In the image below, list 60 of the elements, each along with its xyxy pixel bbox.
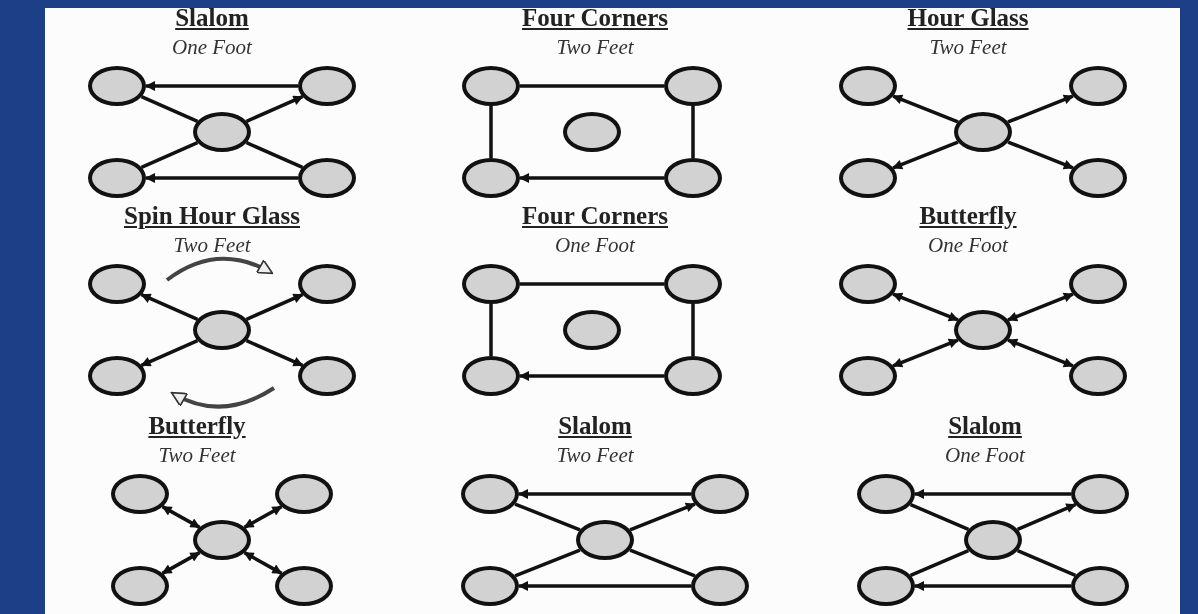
connector-line <box>629 548 696 578</box>
arrow <box>1007 94 1074 124</box>
drill-title: Four Corners <box>522 202 668 230</box>
arrow <box>243 505 283 529</box>
arrow <box>145 173 298 183</box>
drill-subtitle: Two Feet <box>173 233 251 258</box>
drill-title: Four Corners <box>522 4 668 32</box>
drill-subtitle: One Foot <box>172 35 252 60</box>
drill-title: Butterfly <box>919 202 1017 230</box>
drill-subtitle: Two Feet <box>158 443 236 468</box>
drill-title: Slalom <box>558 412 632 440</box>
arrow <box>245 339 304 367</box>
arrow <box>914 489 1071 499</box>
connector-line <box>140 95 199 123</box>
drill-subtitle: One Foot <box>945 443 1025 468</box>
drill-title: Butterfly <box>148 412 246 440</box>
connector-line <box>489 106 493 158</box>
arrow <box>914 581 1071 591</box>
connector-line <box>520 84 664 88</box>
drill-title: Slalom <box>948 412 1022 440</box>
arrow <box>161 505 201 529</box>
drill-title: Hour Glass <box>907 4 1029 32</box>
drill-title: Slalom <box>175 4 249 32</box>
arrow <box>892 140 959 170</box>
arrow <box>629 502 696 532</box>
arrow <box>245 95 304 123</box>
arrow <box>519 173 664 183</box>
arrow <box>140 293 199 321</box>
connector-line <box>691 304 695 356</box>
arrow <box>245 293 304 321</box>
connector-line <box>909 502 970 532</box>
connector-line <box>1016 548 1077 578</box>
drill-subtitle: Two Feet <box>929 35 1007 60</box>
arrow <box>518 581 691 591</box>
arrow <box>519 371 664 381</box>
arrow <box>892 94 959 124</box>
connector-line <box>691 106 695 158</box>
drill-subtitle: Two Feet <box>556 35 634 60</box>
arrow <box>1016 502 1077 532</box>
connector-line <box>489 304 493 356</box>
arrow <box>140 339 199 367</box>
connector-line <box>245 141 304 169</box>
arrow <box>161 551 201 575</box>
arrow <box>892 292 959 322</box>
connector-line <box>140 141 199 169</box>
drill-title: Spin Hour Glass <box>124 202 300 230</box>
arrow <box>892 338 959 368</box>
connector-line <box>520 282 664 286</box>
connector-line <box>514 548 581 578</box>
connector-line <box>909 548 970 578</box>
drill-subtitle: One Foot <box>928 233 1008 258</box>
drill-subtitle: Two Feet <box>556 443 634 468</box>
drill-subtitle: One Foot <box>555 233 635 258</box>
arrow <box>243 551 283 575</box>
arrow <box>1007 140 1074 170</box>
arrow <box>1007 292 1074 322</box>
arrow <box>145 81 298 91</box>
connector-line <box>514 502 581 532</box>
arrow <box>518 489 691 499</box>
arrow <box>1007 338 1074 368</box>
